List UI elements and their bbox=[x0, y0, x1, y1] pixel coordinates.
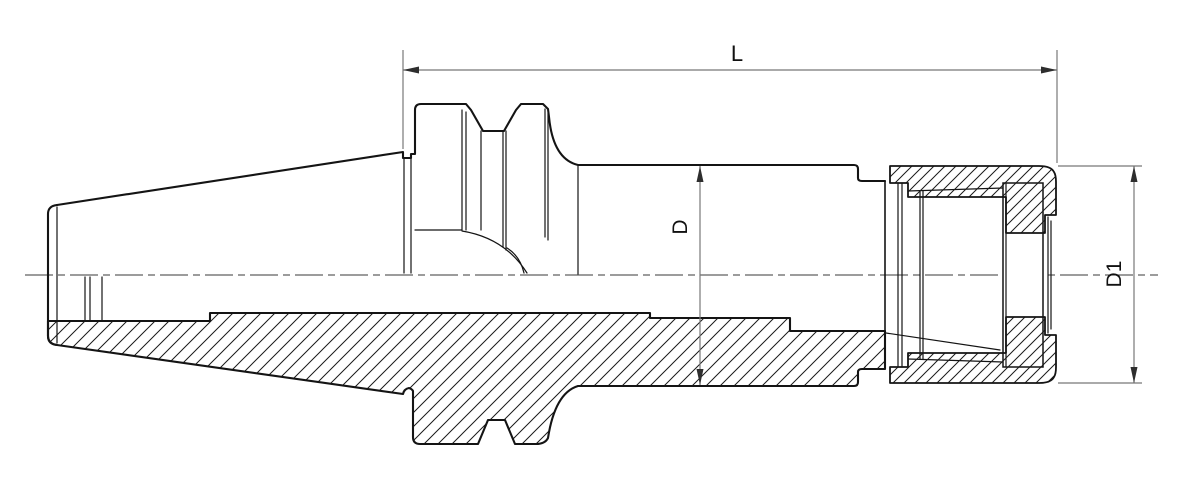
body-section-hatched bbox=[46, 311, 887, 446]
arrowhead-right bbox=[1041, 66, 1057, 74]
dimension-body-diameter: D bbox=[669, 166, 704, 385]
nut-section-upper bbox=[889, 165, 1057, 234]
nut-section-lower bbox=[889, 316, 1057, 384]
dimension-label-D1: D1 bbox=[1103, 261, 1126, 288]
arrowhead-down bbox=[1130, 367, 1138, 383]
dimension-nut-diameter: D1 bbox=[1058, 165, 1142, 384]
arrowhead-left bbox=[403, 66, 419, 74]
arrowhead-up bbox=[1130, 166, 1138, 182]
shank-end-face bbox=[46, 203, 59, 347]
detail-lines bbox=[56, 108, 579, 344]
arrowhead-down bbox=[696, 369, 704, 385]
shank-flange-body-outline bbox=[55, 102, 887, 207]
dimension-length: L bbox=[402, 41, 1058, 163]
arrowhead-up bbox=[696, 166, 704, 182]
collet-seat-taper-line bbox=[885, 332, 1001, 351]
dimension-label-D: D bbox=[669, 219, 692, 234]
dimension-label-L: L bbox=[731, 41, 743, 66]
